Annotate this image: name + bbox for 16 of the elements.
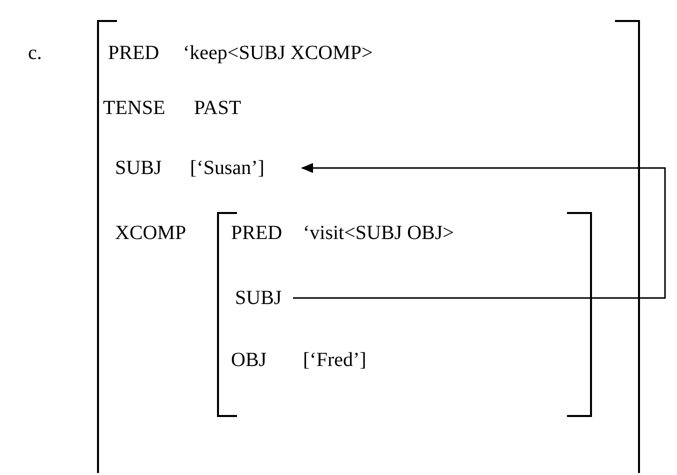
feature-text: PRED — [231, 221, 282, 246]
value-text: [‘Susan’] — [190, 157, 264, 179]
example-label: c. — [28, 41, 42, 66]
feature-text: ‘keep<SUBJ XCOMP> — [183, 41, 373, 66]
feature-text: XCOMP — [115, 221, 186, 246]
arrow — [293, 163, 666, 299]
feature-text: ‘visit<SUBJ OBJ> — [303, 221, 454, 246]
bracket-frame — [217, 212, 592, 417]
feature-text: [‘Fred’] — [303, 348, 366, 373]
bracket-frame — [97, 20, 640, 473]
value-text: SUBJ — [235, 287, 282, 309]
feature-text: PRED — [108, 41, 160, 66]
feature-text: TENSE — [103, 96, 166, 121]
feature-text: PAST — [194, 96, 242, 121]
feature-text: SUBJ — [115, 156, 162, 181]
feature-text: OBJ — [231, 348, 267, 373]
